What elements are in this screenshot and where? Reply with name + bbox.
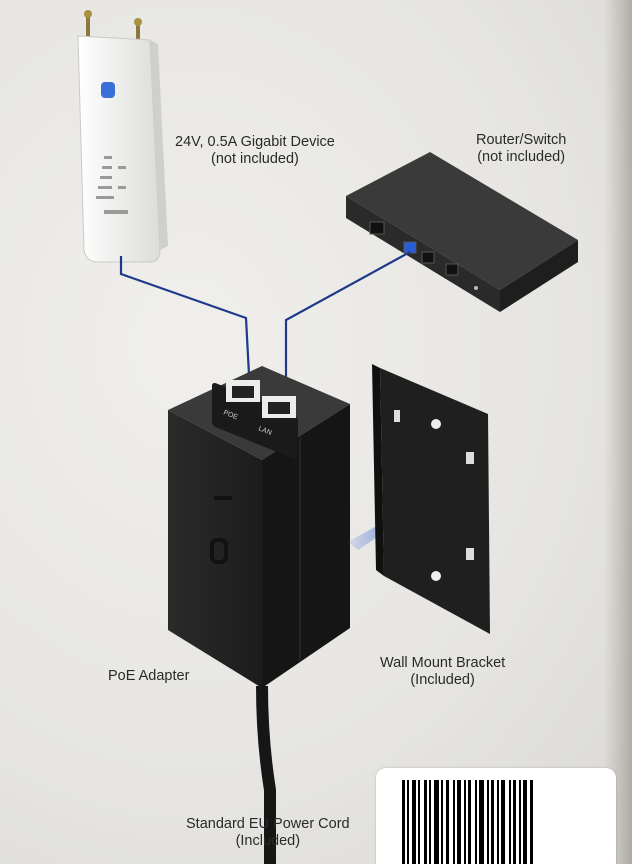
cord-label-line1: Standard EU Power Cord: [186, 816, 350, 832]
barcode-card: [376, 768, 616, 864]
label-router: Router/Switch (not included): [476, 132, 566, 166]
brand-logo-icon: [101, 82, 115, 98]
router-switch: [346, 152, 578, 312]
box-edge-shadow: [604, 0, 632, 864]
port-label-lan: LAN: [257, 425, 272, 437]
router-label-line1: Router/Switch: [476, 132, 567, 148]
label-poe-adapter: PoE Adapter: [108, 668, 189, 685]
wireless-device: [77, 10, 168, 263]
barcode-icon: [402, 780, 592, 864]
label-wireless-device: 24V, 0.5A Gigabit Device (not included): [175, 134, 335, 168]
device-label-line1: 24V, 0.5A Gigabit Device: [175, 134, 335, 150]
cord-label-line2: (Included): [235, 833, 301, 849]
label-power-cord: Standard EU Power Cord (Included): [186, 816, 350, 850]
bracket-label-line2: (Included): [410, 672, 475, 688]
device-label-line2: (not included): [211, 151, 299, 167]
bracket-label-line1: Wall Mount Bracket: [380, 655, 506, 671]
adapter-logo-icon: [210, 538, 228, 564]
router-label-line2: (not included): [477, 149, 566, 165]
poe-adapter: POE LAN: [168, 366, 350, 688]
poe-label: PoE Adapter: [108, 668, 190, 684]
wall-mount-bracket: [372, 364, 490, 634]
power-cord: [256, 685, 276, 864]
label-wall-bracket: Wall Mount Bracket (Included): [380, 655, 505, 689]
